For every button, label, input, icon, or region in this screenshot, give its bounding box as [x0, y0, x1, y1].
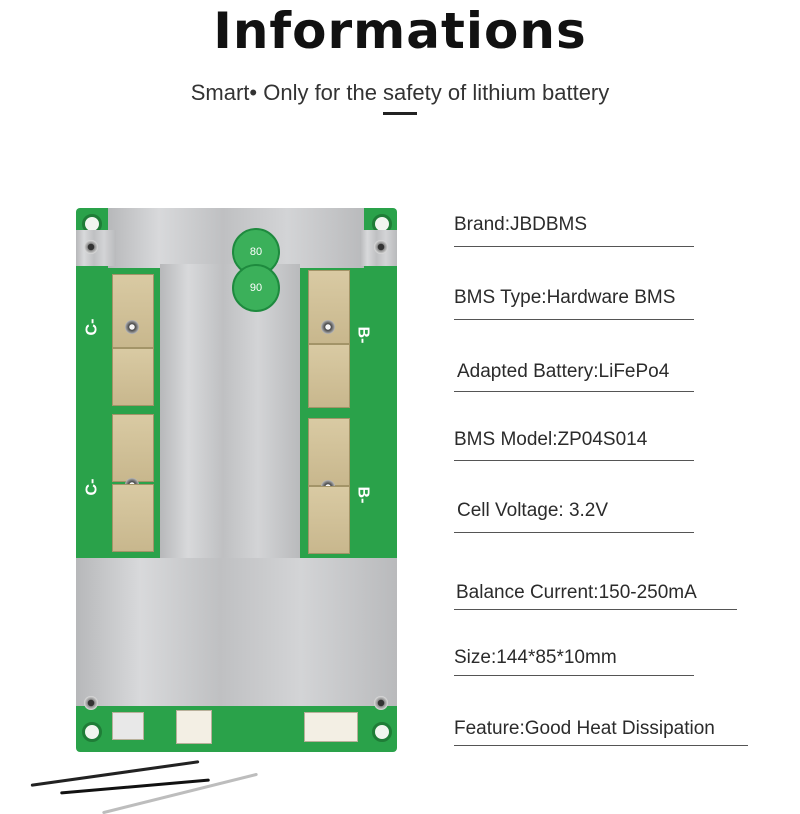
- balance-connector: [176, 710, 212, 744]
- terminal-bolt-icon: [125, 320, 139, 334]
- spec-divider: [454, 532, 694, 533]
- terminal-bolt-icon: [321, 320, 335, 334]
- spec-divider: [454, 675, 694, 676]
- spec-size: Size:144*85*10mm: [454, 647, 617, 668]
- spec-divider: [454, 391, 694, 392]
- qc-stamp: 90: [232, 264, 280, 312]
- screw-icon: [374, 696, 388, 710]
- spec-bms-model: BMS Model:ZP04S014: [454, 429, 648, 450]
- terminal-pad: [112, 274, 154, 348]
- screw-icon: [374, 240, 388, 254]
- spec-divider: [454, 460, 694, 461]
- terminal-pad: [308, 418, 350, 486]
- screw-icon: [84, 696, 98, 710]
- terminal-pad: [308, 486, 350, 554]
- spec-brand: Brand:JBDBMS: [454, 214, 588, 235]
- heatsink-center: [160, 264, 300, 564]
- spec-feature: Feature:Good Heat Dissipation: [454, 718, 715, 739]
- terminal-pad: [112, 484, 154, 552]
- ntc-connector: [112, 712, 144, 740]
- spec-bms-type: BMS Type:Hardware BMS: [454, 287, 676, 308]
- page-title: Informations: [213, 2, 587, 60]
- screw-icon: [84, 240, 98, 254]
- terminal-pad: [112, 414, 154, 482]
- silk-label-c-minus: C-: [83, 478, 101, 496]
- spec-divider: [454, 609, 737, 610]
- terminal-pad: [308, 344, 350, 408]
- mount-hole-icon: [82, 722, 102, 742]
- spec-adapted-battery: Adapted Battery:LiFePo4: [457, 361, 670, 382]
- lead-wire: [102, 772, 258, 814]
- silk-label-c-minus: C-: [83, 318, 101, 336]
- silk-label-b-minus: B-: [354, 326, 372, 344]
- silk-label-b-minus: B-: [354, 486, 372, 504]
- heatsink-bottom: [76, 558, 397, 706]
- title-divider: [383, 112, 417, 115]
- spec-divider: [454, 319, 694, 320]
- spec-divider: [454, 745, 748, 746]
- page-subtitle: Smart• Only for the safety of lithium ba…: [190, 80, 610, 105]
- balance-connector: [304, 712, 358, 742]
- spec-divider: [454, 246, 694, 247]
- bms-board-image: 80 90 C- C- B- B-: [76, 208, 397, 752]
- spec-balance-current: Balance Current:150-250mA: [456, 582, 697, 603]
- terminal-pad: [112, 348, 154, 406]
- spec-cell-voltage: Cell Voltage: 3.2V: [457, 500, 609, 521]
- mount-hole-icon: [372, 722, 392, 742]
